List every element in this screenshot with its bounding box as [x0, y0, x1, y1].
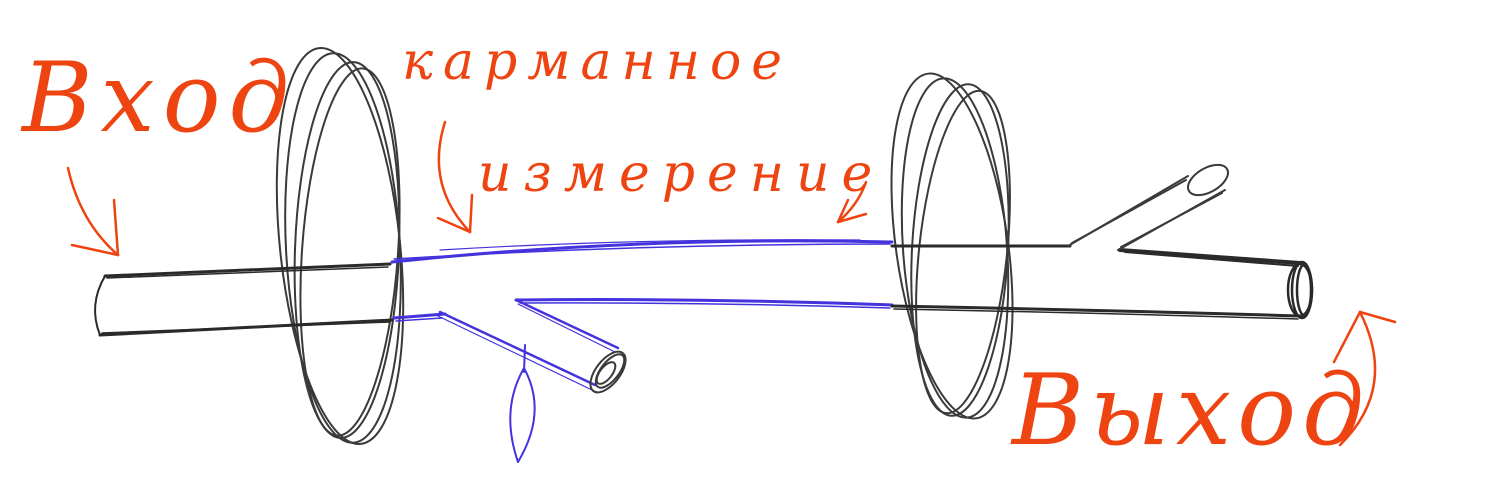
exit-arrow [1332, 310, 1397, 447]
entrance-pipe [94, 262, 394, 337]
exit-open-end [1286, 260, 1314, 320]
left-portal-ring [275, 46, 405, 446]
pocket-dimension-pipe [390, 239, 894, 391]
exit-pipe [890, 244, 1302, 320]
branch-open-end [589, 350, 627, 394]
measurement-label: измерение [478, 144, 885, 204]
exit-label: Выход [1012, 354, 1371, 468]
exit-branch-stub [1067, 163, 1229, 251]
pocket-label: карманное [402, 32, 793, 92]
pocket-left-arrow [436, 120, 474, 234]
entrance-arrow [66, 166, 120, 257]
right-portal-ring [890, 72, 1014, 420]
pocket-right-arrow [836, 180, 868, 224]
leaf-sprout [509, 344, 536, 463]
entrance-label: Вход [22, 42, 298, 154]
